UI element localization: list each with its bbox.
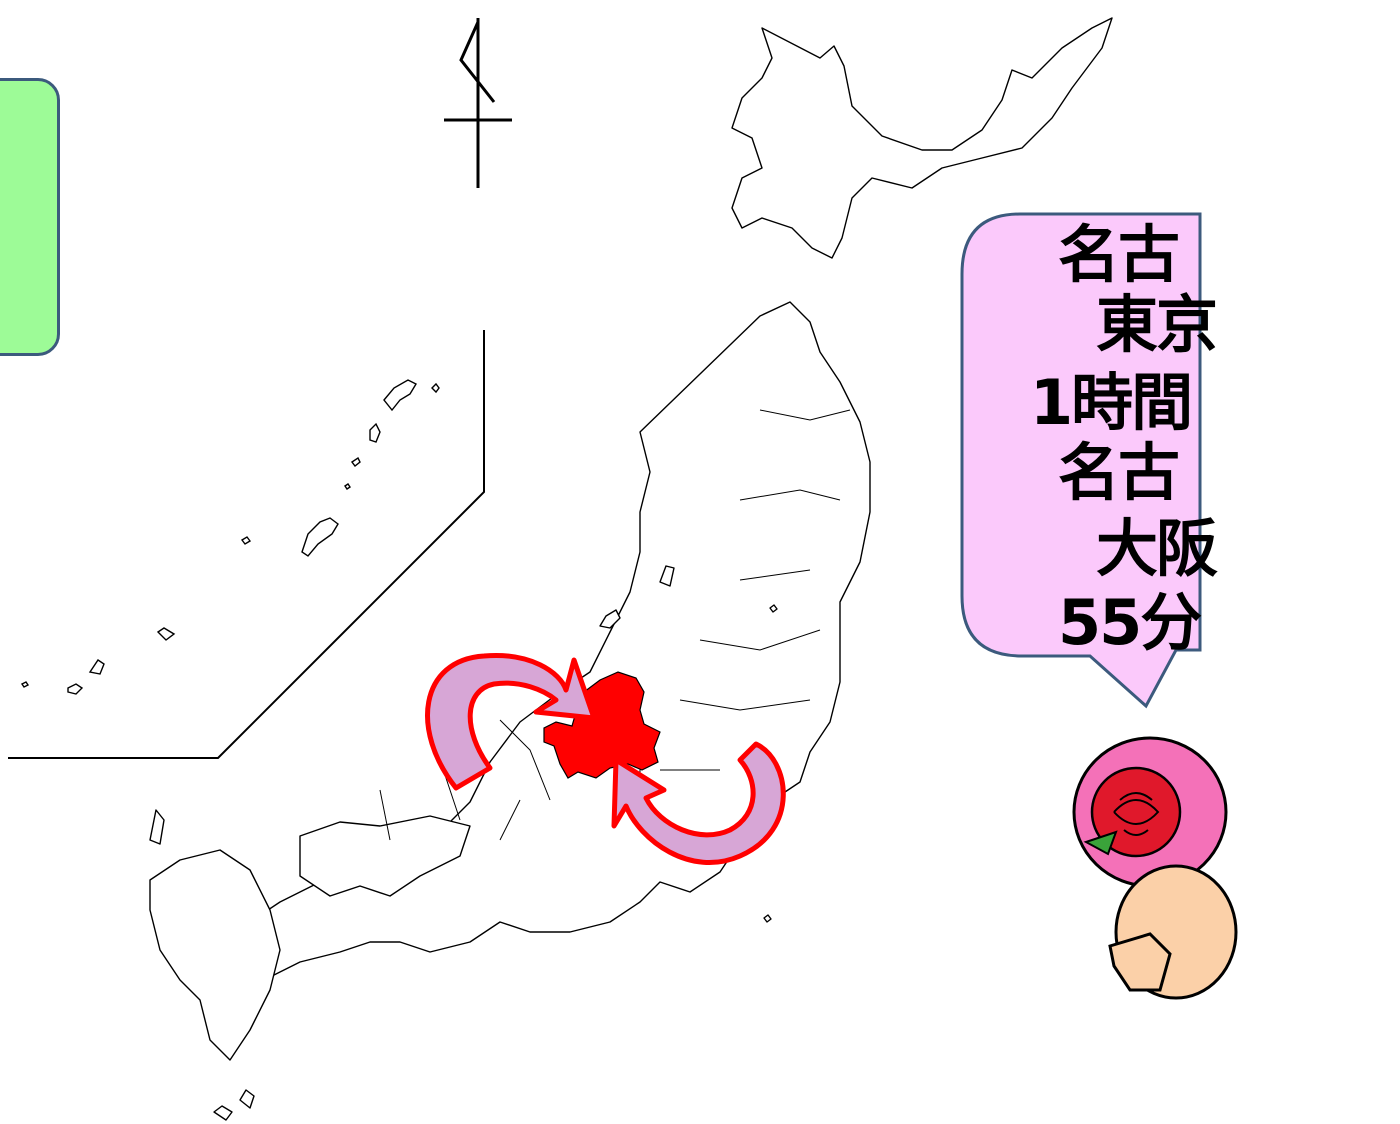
japan-outline <box>149 17 1113 1121</box>
bubble-line-5: 大阪 <box>1096 512 1218 585</box>
north-arrow-icon <box>444 18 512 188</box>
bubble-line-6: 55分 <box>1058 586 1202 659</box>
okinawa-inset-frame <box>8 330 485 759</box>
bubble-line-1: 名古 <box>1058 218 1180 291</box>
bubble-line-3: 1時間 <box>1030 366 1193 439</box>
gifu-prefecture <box>543 671 661 779</box>
okinawa-islands <box>20 379 440 695</box>
note-box <box>0 78 60 356</box>
bubble-line-4: 名古 <box>1058 436 1180 509</box>
bubble-line-2: 東京 <box>1096 288 1218 361</box>
route-arrow-osaka <box>425 652 597 791</box>
japan-map <box>8 17 1238 1121</box>
speech-bubble <box>960 212 1202 709</box>
route-arrow-tokyo <box>611 741 786 865</box>
rose-mascot-icon <box>1072 736 1238 1000</box>
